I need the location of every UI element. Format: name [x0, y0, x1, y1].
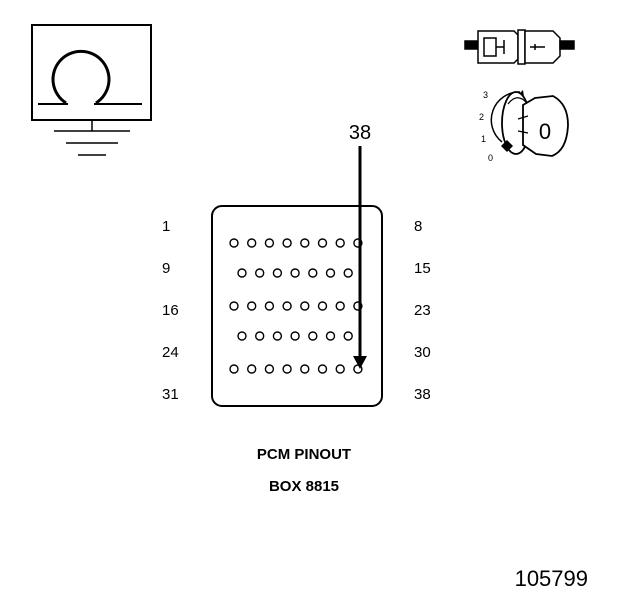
pin-hole-16	[229, 301, 239, 311]
pin-hole-27	[290, 331, 300, 341]
caption-title: PCM PINOUT	[257, 446, 351, 463]
pin-hole-30	[343, 331, 353, 341]
pin-hole-9	[237, 268, 247, 278]
pin-hole-24	[237, 331, 247, 341]
pin-hole-26	[272, 331, 283, 341]
caption-subtitle: BOX 8815	[269, 478, 339, 495]
key-position-label-3: 3	[483, 90, 488, 100]
pin-hole-35	[300, 364, 310, 374]
ignition-key-icon: 3 2 1 0 0	[479, 90, 569, 163]
pin-hole-37	[335, 364, 345, 374]
pin-hole-13	[308, 268, 318, 278]
pin-hole-15	[343, 268, 353, 278]
pin-hole-21	[317, 301, 328, 311]
pin-hole-36	[317, 364, 328, 374]
row-label-left: 9	[162, 260, 170, 277]
figure-number: 105799	[515, 566, 588, 591]
row-label-right: 23	[414, 302, 431, 319]
row-label-right: 15	[414, 260, 431, 277]
row-label-left: 1	[162, 218, 170, 235]
pin-hole-14	[325, 268, 336, 278]
row-label-right: 38	[414, 386, 431, 403]
pin-hole-4	[282, 238, 292, 248]
pin-hole-20	[300, 301, 310, 311]
pin-hole-6	[317, 238, 328, 248]
pin-hole-22	[335, 301, 345, 311]
pin-hole-19	[282, 301, 292, 311]
key-position-label-2: 2	[479, 112, 484, 122]
pin-hole-10	[255, 268, 265, 278]
pin-hole-25	[255, 331, 265, 341]
ohmmeter-icon	[31, 24, 152, 156]
pin-hole-11	[272, 268, 283, 278]
pin-hole-3	[264, 238, 275, 248]
pin-grid	[229, 238, 363, 374]
row-label-right: 30	[414, 344, 431, 361]
callout-arrowhead	[353, 356, 367, 369]
pin-hole-31	[229, 364, 239, 374]
row-labels-left: 1 9 16 24 31	[162, 218, 179, 403]
key-label: 0	[539, 119, 551, 144]
pin-hole-18	[264, 301, 275, 311]
pin-hole-34	[282, 364, 292, 374]
connector-icon	[464, 29, 575, 65]
key-position-label-1: 1	[481, 134, 486, 144]
pin-hole-7	[335, 238, 345, 248]
pin-hole-33	[264, 364, 275, 374]
row-label-left: 16	[162, 302, 179, 319]
pin-callout: 38	[349, 122, 371, 369]
pin-hole-28	[308, 331, 318, 341]
pin-hole-29	[325, 331, 336, 341]
pin-hole-2	[246, 238, 257, 248]
row-label-left: 31	[162, 386, 179, 403]
connector-face	[211, 205, 383, 407]
row-label-right: 8	[414, 218, 422, 235]
pin-hole-12	[290, 268, 300, 278]
key-position-label-0: 0	[488, 153, 493, 163]
pin-hole-5	[300, 238, 310, 248]
callout-pin-label: 38	[349, 122, 371, 144]
pin-hole-17	[246, 301, 257, 311]
row-label-left: 24	[162, 344, 179, 361]
pin-hole-1	[229, 238, 239, 248]
pin-hole-32	[246, 364, 257, 374]
row-labels-right: 8 15 23 30 38	[414, 218, 431, 403]
